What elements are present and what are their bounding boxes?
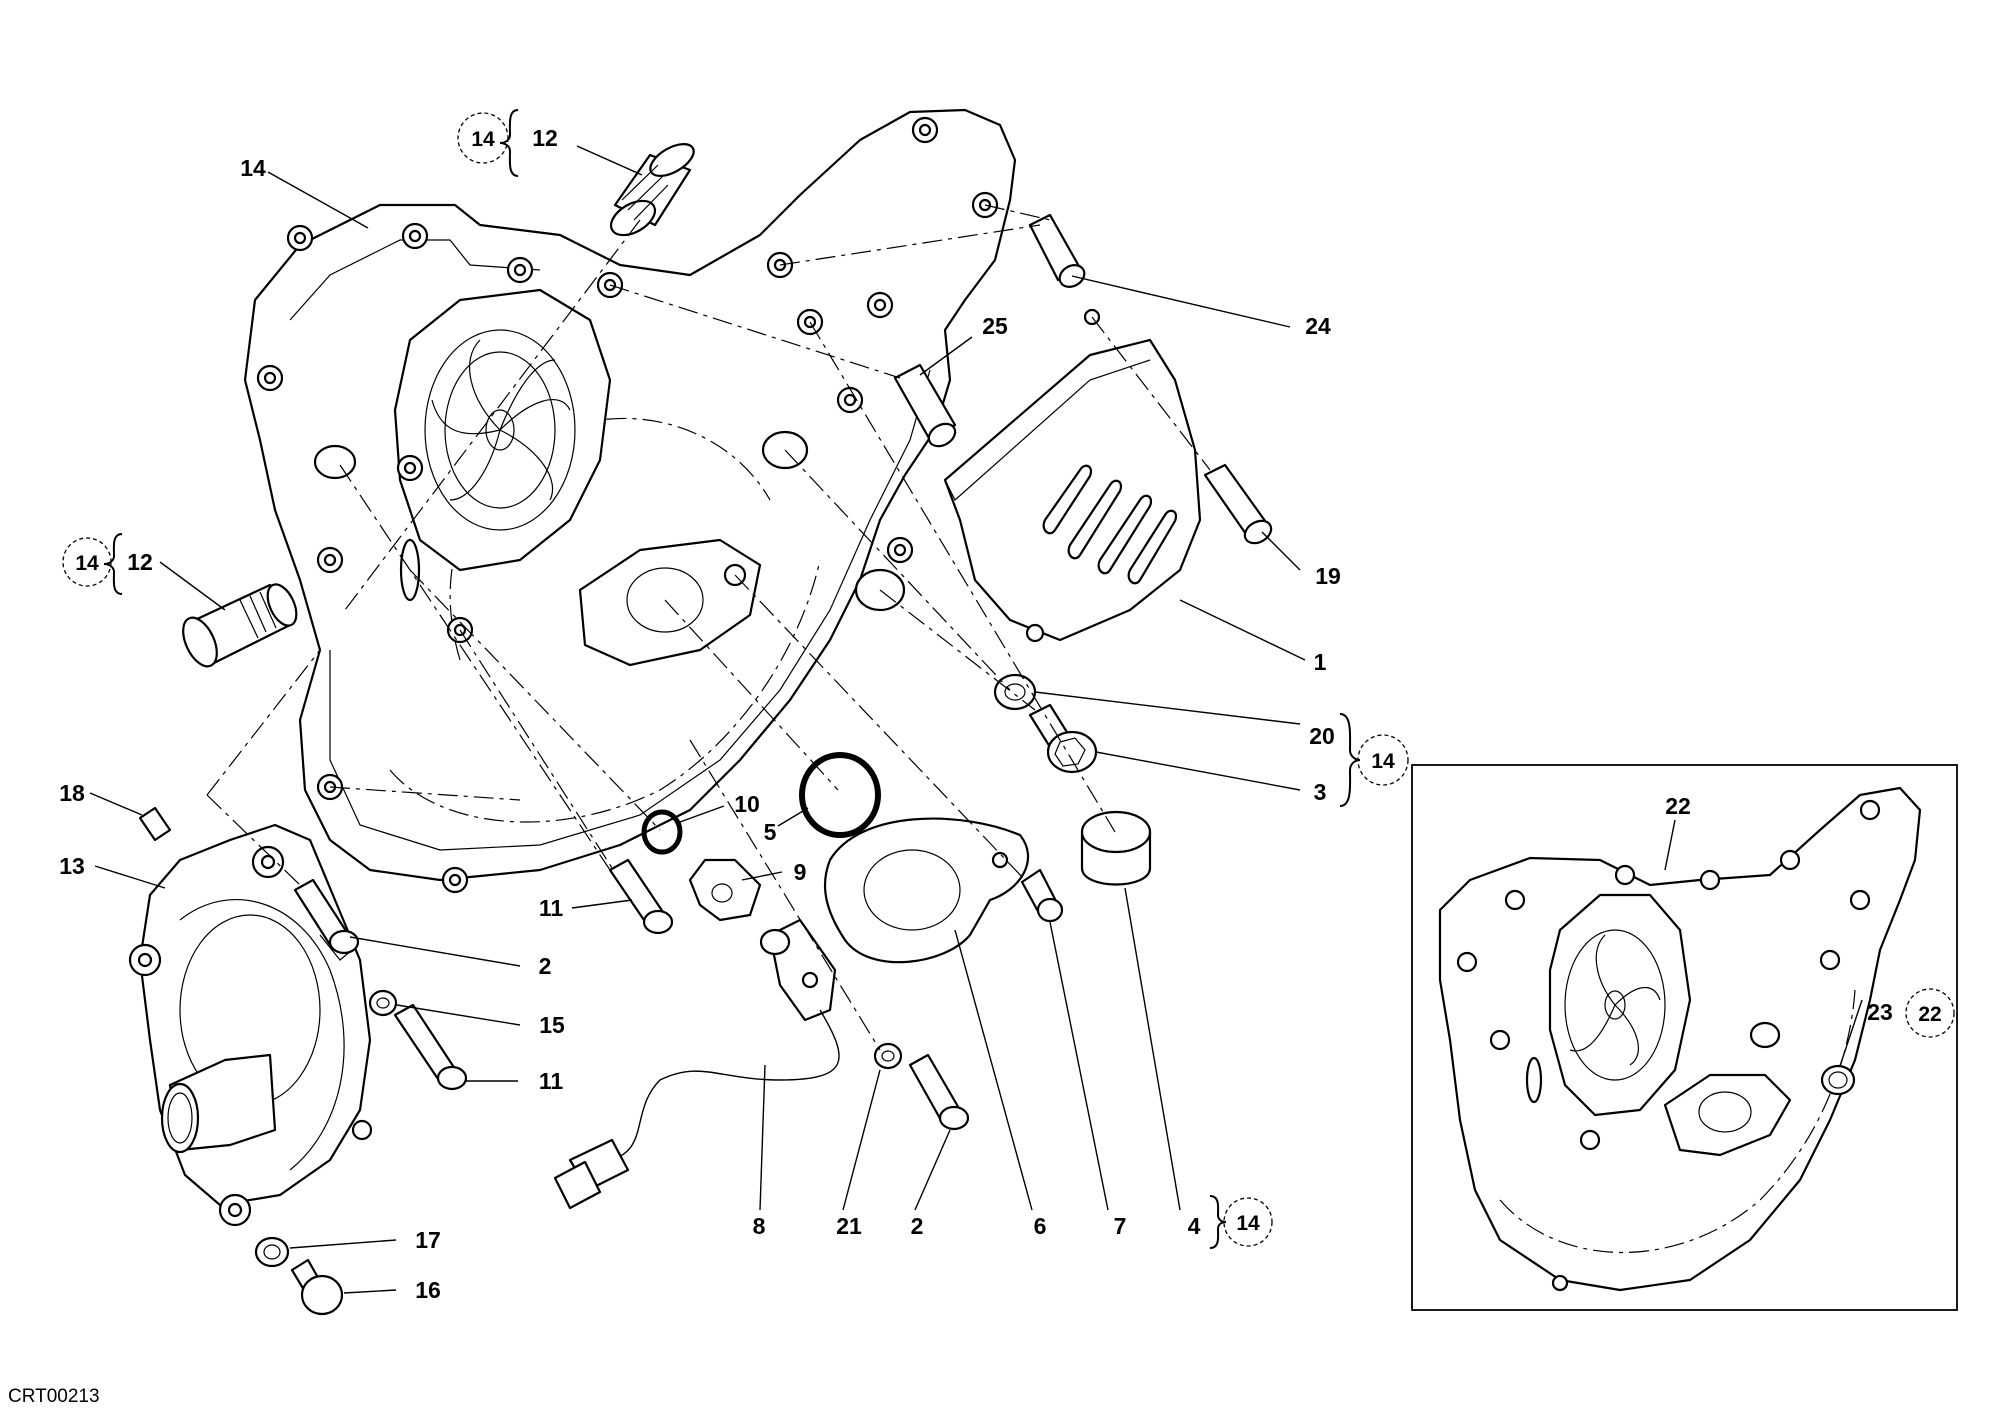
spacer-4 — [1080, 810, 1152, 886]
screw-11-lower — [393, 1003, 468, 1091]
washer-17 — [254, 1236, 290, 1268]
callout-14-cover: 14 — [240, 155, 266, 181]
callout-8: 8 — [753, 1213, 766, 1239]
callout-12-top: 12 — [532, 125, 558, 151]
bracket-9 — [688, 858, 762, 922]
callout-2-bottom: 2 — [911, 1213, 924, 1239]
callout-labels: 12 14 12 25 24 19 1 20 3 18 13 10 5 9 11… — [59, 125, 1893, 1303]
impeller-housing — [393, 288, 612, 572]
callout-11-lower: 11 — [539, 1068, 564, 1094]
circled-ref-22: 22 — [1905, 988, 1955, 1038]
cover-plate-6 — [823, 817, 1030, 964]
inset-frame — [1411, 764, 1958, 1311]
circled-ref-14-top: 14 — [457, 112, 509, 164]
circled-ref-14-left-text: 14 — [75, 552, 99, 575]
screw-19 — [1203, 463, 1273, 545]
callout-10: 10 — [734, 791, 760, 817]
callout-15: 15 — [539, 1012, 565, 1038]
plug-3 — [1028, 703, 1098, 774]
seal-bore-left — [313, 444, 357, 480]
callout-23: 23 — [1867, 999, 1893, 1025]
hose-nipple-left — [182, 583, 298, 668]
main-engine-cover — [243, 108, 1017, 894]
circled-ref-14-right-text: 14 — [1371, 750, 1395, 773]
callout-3: 3 — [1314, 779, 1327, 805]
washer-20 — [993, 673, 1037, 711]
callout-21: 21 — [836, 1213, 862, 1239]
screw-24 — [1028, 213, 1086, 288]
callout-9: 9 — [794, 859, 807, 885]
callout-12-left: 12 — [127, 549, 153, 575]
leader-lines — [89, 145, 1863, 1294]
callout-7: 7 — [1114, 1213, 1127, 1239]
o-ring-10 — [641, 809, 683, 855]
screw-25 — [893, 363, 957, 448]
outlet-spigot — [160, 1053, 277, 1154]
screw-11-upper — [608, 858, 674, 935]
callout-22: 22 — [1665, 793, 1691, 819]
inset-seal-23 — [1820, 1064, 1856, 1096]
washer-21 — [873, 1042, 903, 1070]
callout-24: 24 — [1305, 313, 1331, 339]
callout-19: 19 — [1315, 563, 1341, 589]
callout-11-mid: 11 — [539, 895, 564, 921]
callout-5: 5 — [764, 819, 777, 845]
callout-2-left: 2 — [539, 953, 552, 979]
hose-nipple-upper — [609, 143, 695, 237]
callout-4: 4 — [1188, 1213, 1201, 1239]
callout-1: 1 — [1314, 649, 1327, 675]
washer-15 — [368, 989, 398, 1017]
callout-20: 20 — [1309, 723, 1335, 749]
water-pump-cover — [128, 823, 373, 1227]
central-opening — [578, 538, 762, 667]
callout-18: 18 — [59, 780, 85, 806]
screw-7 — [1020, 868, 1064, 923]
circled-ref-14-right: 14 — [1357, 734, 1409, 786]
sensor-8 — [553, 918, 840, 1210]
o-ring-5 — [799, 752, 881, 838]
inset-cover-variant — [1438, 786, 1922, 1292]
callout-13: 13 — [59, 853, 85, 879]
circled-ref-14-bottom: 14 — [1223, 1197, 1273, 1247]
callout-6: 6 — [1034, 1213, 1047, 1239]
callout-16: 16 — [415, 1277, 441, 1303]
assembly-lines — [206, 204, 1211, 1051]
braces — [103, 109, 1361, 1249]
dowel-18 — [138, 806, 172, 842]
drawing-code: CRT00213 — [8, 1386, 100, 1407]
callout-25: 25 — [982, 313, 1008, 339]
bolt-16 — [290, 1258, 344, 1316]
screw-2-lower — [908, 1053, 970, 1131]
circled-ref-14-top-text: 14 — [471, 128, 495, 151]
circled-ref-22-text: 22 — [1918, 1003, 1941, 1026]
circled-ref-14-bottom-text: 14 — [1236, 1212, 1260, 1235]
sprocket-guard — [943, 308, 1202, 643]
callout-17: 17 — [415, 1227, 441, 1253]
circled-ref-14-left: 14 — [62, 537, 112, 587]
